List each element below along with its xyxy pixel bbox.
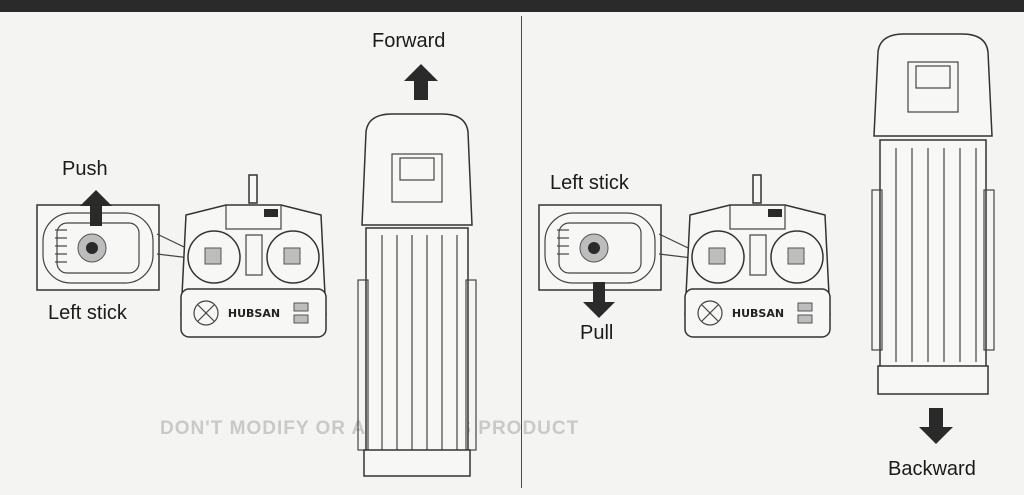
arrow-up-icon — [80, 190, 112, 226]
arrow-down-icon — [583, 282, 615, 318]
top-bar — [0, 0, 1024, 12]
vehicle-topview — [357, 113, 477, 477]
left-stick-label: Left stick — [48, 302, 127, 324]
pull-label: Pull — [580, 322, 614, 344]
backward-arrow-icon — [919, 408, 953, 444]
stick-closeup — [538, 204, 662, 291]
vehicle-topview — [871, 33, 995, 395]
backward-label: Backward — [888, 458, 976, 480]
panel-divider — [521, 16, 522, 488]
transmitter: HUBSAN — [180, 174, 327, 338]
forward-label: Forward — [372, 30, 446, 52]
right-left-stick-label: Left stick — [550, 172, 629, 194]
brand-text: HUBSAN — [732, 307, 784, 320]
brand-text: HUBSAN — [228, 307, 280, 320]
push-label: Push — [62, 158, 108, 180]
forward-arrow-icon — [404, 64, 438, 100]
transmitter: HUBSAN — [684, 174, 831, 338]
